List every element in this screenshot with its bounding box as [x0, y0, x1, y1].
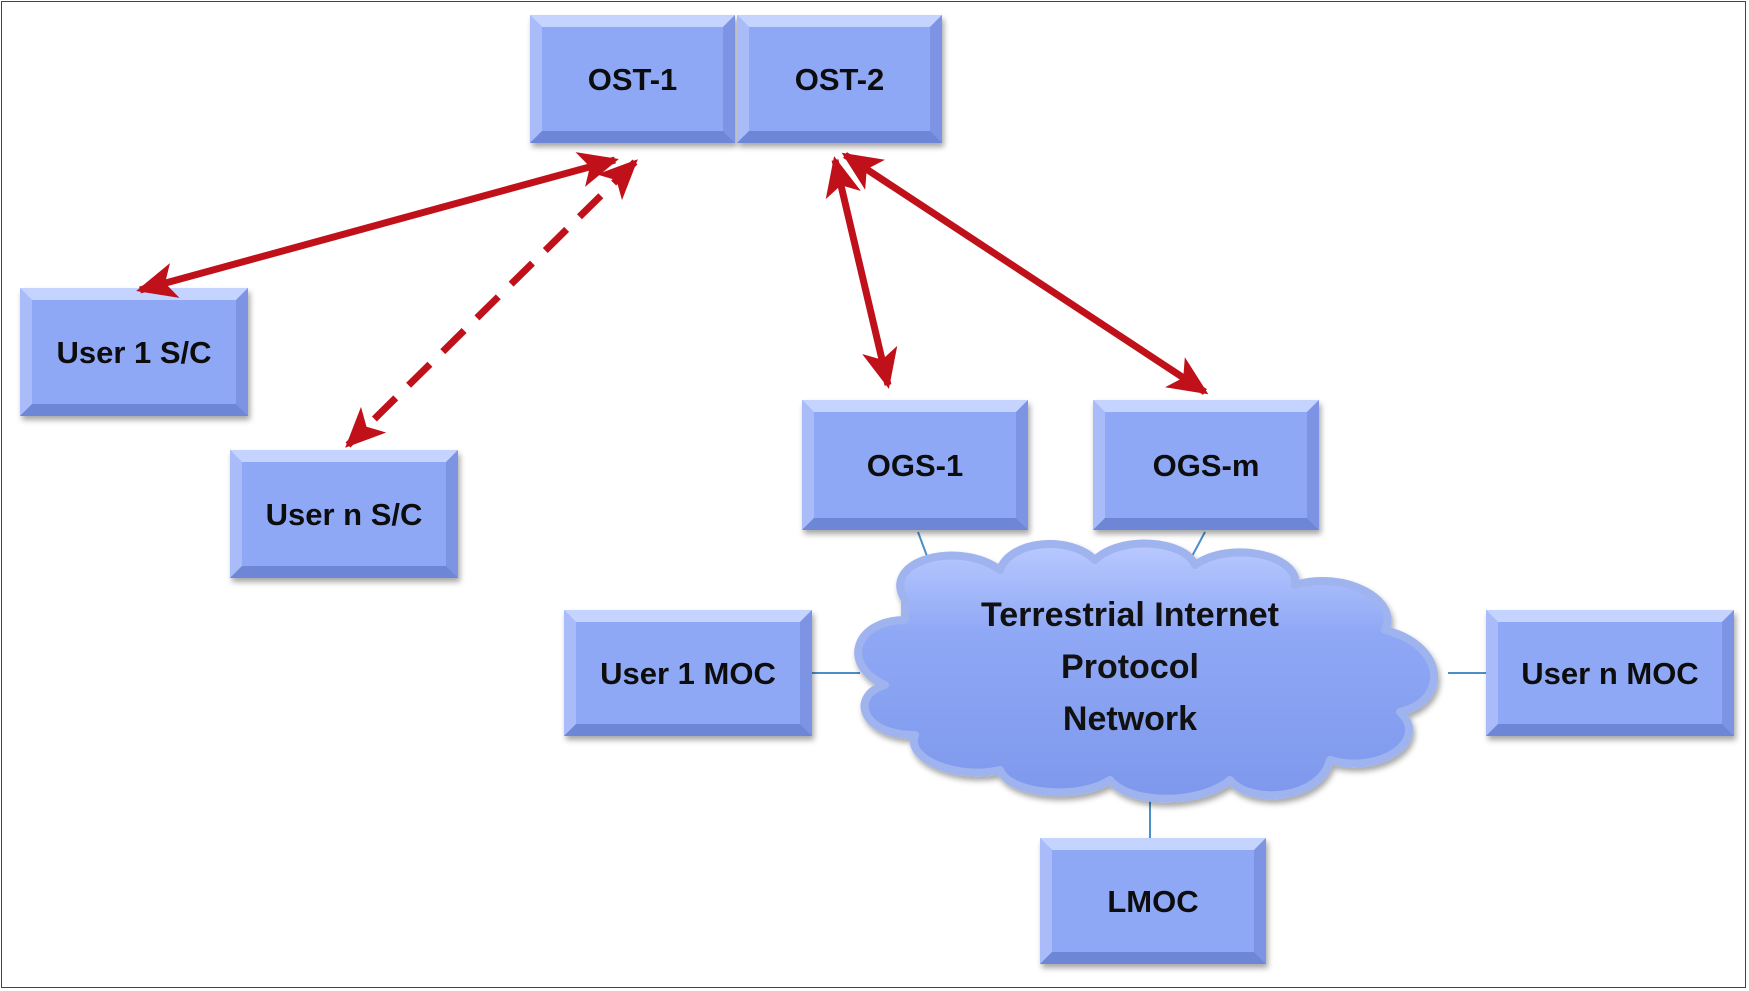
link-ost1-user1sc	[136, 152, 619, 298]
links	[136, 152, 1209, 448]
cloud-label-line1: Terrestrial Internet	[981, 596, 1279, 634]
box-ogs-1: OGS-1	[802, 400, 1028, 530]
link-ost2-ogsm	[841, 152, 1209, 395]
box-user-n-sc: User n S/C	[230, 450, 458, 578]
box-user-n-moc-label: User n MOC	[1521, 656, 1698, 691]
ip-network-cloud	[854, 539, 1439, 803]
box-ost-2: OST-2	[737, 15, 942, 143]
link-ost2-ogs1	[825, 156, 898, 389]
box-user-1-moc-label: User 1 MOC	[600, 656, 776, 691]
cloud-label-line2: Protocol	[1061, 648, 1199, 686]
box-ost-1: OST-1	[530, 15, 735, 143]
box-ost-2-label: OST-2	[795, 62, 885, 97]
box-lmoc: LMOC	[1040, 838, 1266, 964]
cloud-label-line3: Network	[1063, 700, 1197, 738]
link-ost1-usernsc	[345, 159, 638, 448]
box-user-n-sc-label: User n S/C	[266, 497, 423, 532]
box-ogs-1-label: OGS-1	[867, 448, 963, 483]
cloud-label: Terrestrial Internet Protocol Network	[981, 596, 1279, 738]
box-ost-1-label: OST-1	[588, 62, 678, 97]
box-user-n-moc: User n MOC	[1486, 610, 1734, 736]
box-user-1-sc: User 1 S/C	[20, 288, 248, 416]
box-user-1-sc-label: User 1 S/C	[56, 335, 211, 370]
box-user-1-moc: User 1 MOC	[564, 610, 812, 736]
box-lmoc-label: LMOC	[1107, 884, 1198, 919]
box-ogs-m-label: OGS-m	[1153, 448, 1260, 483]
box-ogs-m: OGS-m	[1093, 400, 1319, 530]
